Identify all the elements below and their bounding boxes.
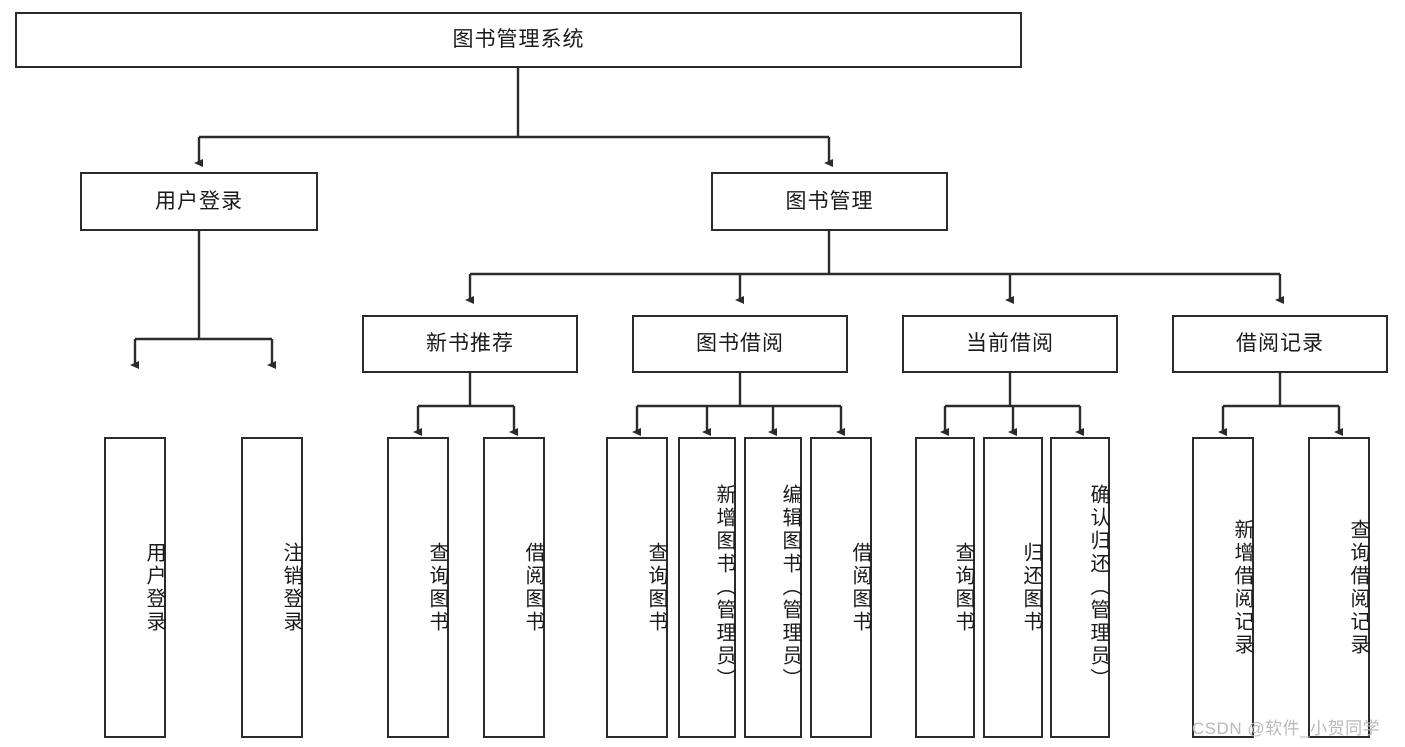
leaf-label: 借阅图书	[522, 541, 544, 634]
node-user-login[interactable]: 用户登录	[80, 172, 318, 231]
node-leaf-user-login[interactable]: 用户登录	[104, 437, 166, 738]
leaf-label: 查询图书	[952, 541, 974, 634]
node-leaf-borrow-book-1[interactable]: 借阅图书	[483, 437, 545, 738]
node-book-borrow[interactable]: 图书借阅	[632, 315, 848, 373]
node-leaf-confirm-return[interactable]: 确认归还（管理员）	[1050, 437, 1110, 738]
node-leaf-query-book-3[interactable]: 查询图书	[915, 437, 975, 738]
node-borrow-record[interactable]: 借阅记录	[1172, 315, 1388, 373]
leaf-label: 借阅图书	[849, 541, 871, 634]
leaf-label: 编辑图书（管理员）	[779, 484, 801, 691]
leaf-label: 归还图书	[1020, 541, 1042, 634]
node-leaf-query-book-2[interactable]: 查询图书	[606, 437, 668, 738]
leaf-label: 新增图书（管理员）	[713, 484, 735, 691]
node-leaf-query-book-1[interactable]: 查询图书	[387, 437, 449, 738]
node-leaf-edit-book[interactable]: 编辑图书（管理员）	[744, 437, 802, 738]
node-leaf-query-borrow-record[interactable]: 查询借阅记录	[1308, 437, 1370, 738]
node-leaf-add-book[interactable]: 新增图书（管理员）	[678, 437, 736, 738]
leaf-label: 新增借阅记录	[1231, 518, 1253, 657]
node-current-borrow[interactable]: 当前借阅	[902, 315, 1118, 373]
leaf-label: 查询图书	[426, 541, 448, 634]
node-new-book-recommend[interactable]: 新书推荐	[362, 315, 578, 373]
node-leaf-logout[interactable]: 注销登录	[241, 437, 303, 738]
node-book-manage[interactable]: 图书管理	[711, 172, 948, 231]
watermark: CSDN @软件_小贺同学	[1192, 719, 1381, 738]
leaf-label: 查询借阅记录	[1347, 518, 1369, 657]
leaf-label: 注销登录	[280, 541, 302, 634]
leaf-label: 查询图书	[645, 541, 667, 634]
leaf-label: 用户登录	[143, 541, 165, 634]
node-leaf-borrow-book-2[interactable]: 借阅图书	[810, 437, 872, 738]
node-root[interactable]: 图书管理系统	[15, 12, 1022, 68]
node-leaf-return-book[interactable]: 归还图书	[983, 437, 1043, 738]
leaf-label: 确认归还（管理员）	[1087, 484, 1109, 691]
node-leaf-add-borrow-record[interactable]: 新增借阅记录	[1192, 437, 1254, 738]
